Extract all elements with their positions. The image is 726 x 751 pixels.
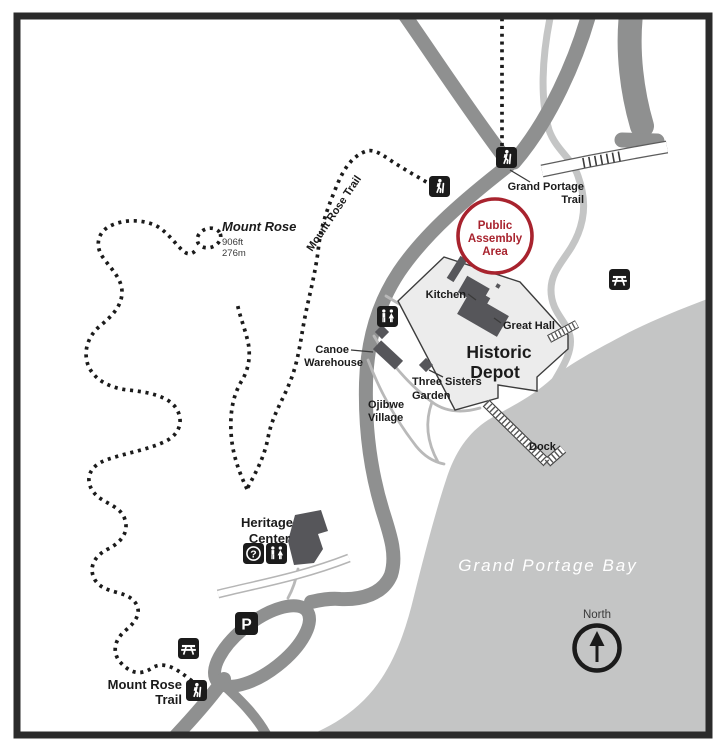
- kitchen-label: Kitchen: [426, 289, 467, 301]
- mount-rose-trail-switchbacks: [84, 219, 199, 683]
- three-sisters-garden-label-2: Garden: [412, 390, 451, 402]
- mount-rose-trailhead-label-2: Trail: [155, 692, 182, 707]
- heritage-center-building: [288, 510, 328, 565]
- canoe-warehouse-building: [372, 340, 404, 370]
- highway-roads: [304, 19, 665, 609]
- historic-depot-label-1: Historic: [466, 342, 531, 362]
- heritage-center-label-2: Center: [249, 531, 290, 546]
- mount-rose-trail-spur: [228, 301, 252, 490]
- ojibwe-village-structure: [374, 324, 390, 340]
- grand-portage-bay-label: Grand Portage Bay: [458, 556, 638, 575]
- svg-text:P: P: [241, 616, 251, 633]
- mount-rose-elevation-ft: 906ft: [222, 237, 243, 248]
- historic-depot-area: [397, 255, 569, 411]
- restrooms-icon: [266, 543, 287, 564]
- mount-rose-label: Mount Rose: [222, 219, 296, 234]
- information-icon: ?: [243, 543, 264, 564]
- leader-lines: [350, 169, 531, 378]
- dock: [482, 399, 567, 467]
- ojibwe-village-label-2: Village: [368, 412, 403, 424]
- canoe-warehouse-label-1: Canoe: [315, 344, 349, 356]
- canoe-warehouse-label-2: Warehouse: [304, 357, 363, 369]
- three-sisters-garden-plot: [418, 357, 434, 373]
- svg-text:?: ?: [250, 548, 256, 560]
- three-sisters-garden-label-1: Three Sisters: [412, 376, 482, 388]
- site-structures: [288, 324, 434, 565]
- map-border-frame: [13, 12, 713, 739]
- grand-portage-bay-water: [316, 299, 706, 732]
- creek-bridge-hatch: [582, 151, 623, 168]
- hiker-icon: [496, 147, 517, 168]
- picnic-table-icon: [178, 638, 199, 659]
- grand-portage-trail-label-1: Grand Portage: [508, 181, 584, 193]
- public-assembly-label-1: Public: [478, 220, 513, 232]
- historic-depot-label-2: Depot: [470, 362, 520, 382]
- heritage-center-label-1: Heritage: [241, 515, 293, 530]
- depot-small-structure: [495, 283, 501, 289]
- grand-portage-trail-label-2: Trail: [561, 194, 584, 206]
- bridge-road: [540, 140, 669, 178]
- map-icons: ? P: [178, 147, 630, 701]
- mount-rose-summit-loop: [195, 226, 223, 250]
- public-assembly-area-circle: [456, 197, 534, 275]
- public-assembly-label-2: Assembly: [468, 233, 523, 245]
- restrooms-icon: [377, 306, 398, 327]
- public-assembly-label-3: Area: [482, 246, 508, 258]
- dock-label: Dock: [529, 441, 557, 453]
- great-hall-building: [457, 293, 509, 337]
- mount-rose-elevation-m: 276m: [222, 248, 246, 259]
- north-label: North: [583, 609, 611, 621]
- great-hall-label: Great Hall: [503, 320, 555, 332]
- north-arrow: North: [572, 609, 622, 673]
- mount-rose-trailhead-label-1: Mount Rose: [108, 677, 182, 692]
- depot-footbridge: [546, 320, 580, 343]
- picnic-table-icon: [609, 269, 630, 290]
- mount-rose-trail-rotated-label: Mount Rose Trail: [305, 173, 365, 253]
- flagpole-building: [446, 255, 468, 283]
- hiker-icon: [186, 680, 207, 701]
- ojibwe-village-label-1: Ojibwe: [368, 399, 404, 411]
- hiker-icon: [429, 176, 450, 197]
- parking-icon: P: [235, 612, 258, 635]
